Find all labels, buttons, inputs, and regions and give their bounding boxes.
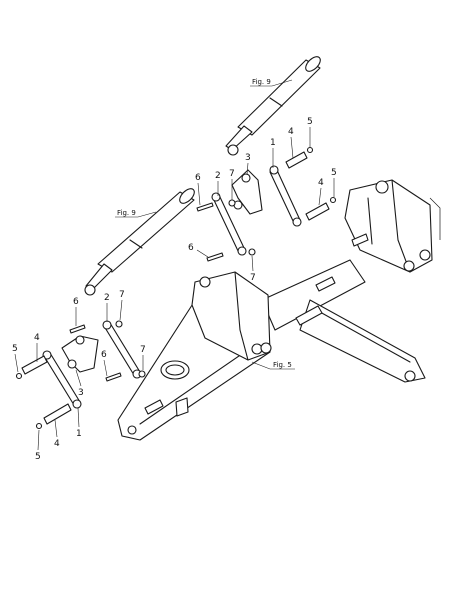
svg-text:5: 5 [307, 117, 313, 127]
svg-text:1: 1 [270, 138, 276, 148]
svg-text:6: 6 [101, 350, 107, 360]
lower-link-assembly [15, 320, 146, 430]
svg-text:3: 3 [245, 153, 251, 163]
svg-text:4: 4 [34, 333, 40, 343]
callouts-lower: 6 7 2 5 4 6 7 3 1 4 5 [12, 290, 146, 462]
svg-text:2: 2 [215, 171, 221, 181]
callouts-upper: 6 2 7 3 1 4 5 4 5 6 7 [188, 117, 337, 283]
svg-text:7: 7 [250, 273, 256, 283]
svg-text:4: 4 [318, 178, 324, 188]
svg-text:4: 4 [288, 127, 294, 137]
svg-text:4: 4 [54, 439, 60, 449]
fig-ref-upper: Fig. 9 [250, 78, 293, 87]
svg-text:5: 5 [331, 168, 337, 178]
svg-text:6: 6 [188, 243, 194, 253]
fig-ref-lower: Fig. 9 [115, 209, 157, 218]
svg-text:Fig. 9: Fig. 9 [252, 78, 271, 86]
svg-text:6: 6 [195, 173, 201, 183]
svg-text:7: 7 [119, 290, 125, 300]
lower-hydraulic-cylinder [84, 188, 195, 296]
svg-text:1: 1 [76, 429, 82, 439]
svg-text:7: 7 [229, 169, 235, 179]
fig-ref-frame: Fig. 5 [251, 361, 295, 370]
svg-text:5: 5 [12, 344, 18, 354]
svg-text:3: 3 [78, 388, 84, 398]
upper-hydraulic-cylinder [225, 56, 321, 156]
boom-frame [117, 179, 441, 441]
svg-text:7: 7 [140, 345, 146, 355]
svg-text:5: 5 [35, 452, 41, 462]
upper-link-assembly [196, 146, 337, 262]
svg-text:Fig. 5: Fig. 5 [273, 361, 292, 369]
svg-text:Fig. 9: Fig. 9 [117, 209, 136, 217]
svg-text:2: 2 [104, 293, 110, 303]
svg-text:6: 6 [73, 297, 79, 307]
